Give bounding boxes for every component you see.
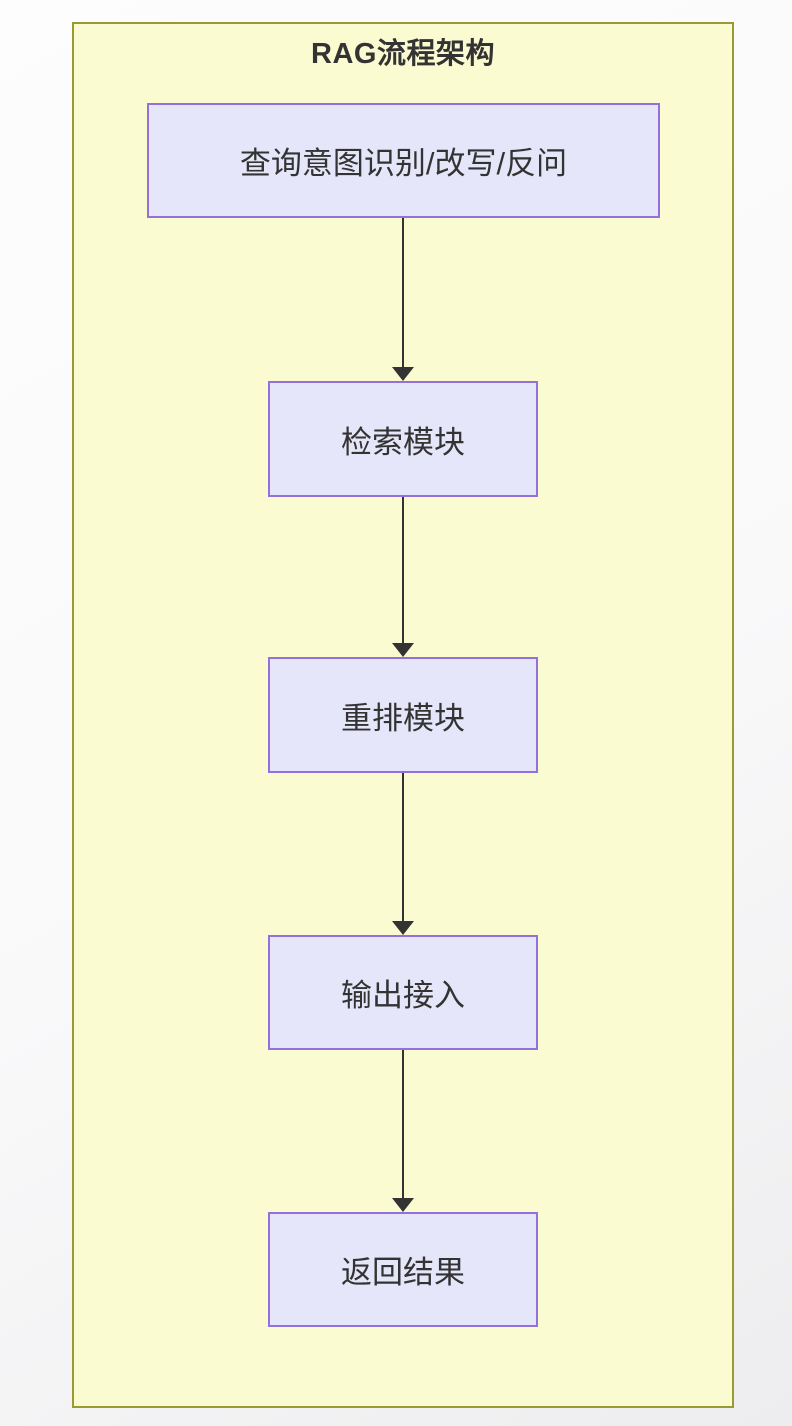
node-label: 检索模块 xyxy=(341,424,465,460)
diagram-title: RAG流程架构 xyxy=(311,38,495,70)
node-return-result: 返回结果 xyxy=(268,1212,538,1327)
node-label: 查询意图识别/改写/反问 xyxy=(239,146,568,181)
node-retrieval-module: 检索模块 xyxy=(268,381,538,497)
node-query-intent: 查询意图识别/改写/反问 xyxy=(147,103,660,218)
edge-query-to-retrieval xyxy=(402,218,404,368)
arrowhead-down-icon xyxy=(392,643,414,657)
arrowhead-down-icon xyxy=(392,367,414,381)
node-rerank-module: 重排模块 xyxy=(268,657,538,773)
node-output-access: 输出接入 xyxy=(268,935,538,1050)
edge-retrieval-to-rerank xyxy=(402,497,404,643)
node-label: 输出接入 xyxy=(341,978,465,1013)
edge-output-to-result xyxy=(402,1050,404,1198)
node-label: 重排模块 xyxy=(341,700,465,736)
edge-rerank-to-output xyxy=(402,773,404,921)
arrowhead-down-icon xyxy=(392,1198,414,1212)
arrowhead-down-icon xyxy=(392,921,414,935)
node-label: 返回结果 xyxy=(341,1255,465,1290)
